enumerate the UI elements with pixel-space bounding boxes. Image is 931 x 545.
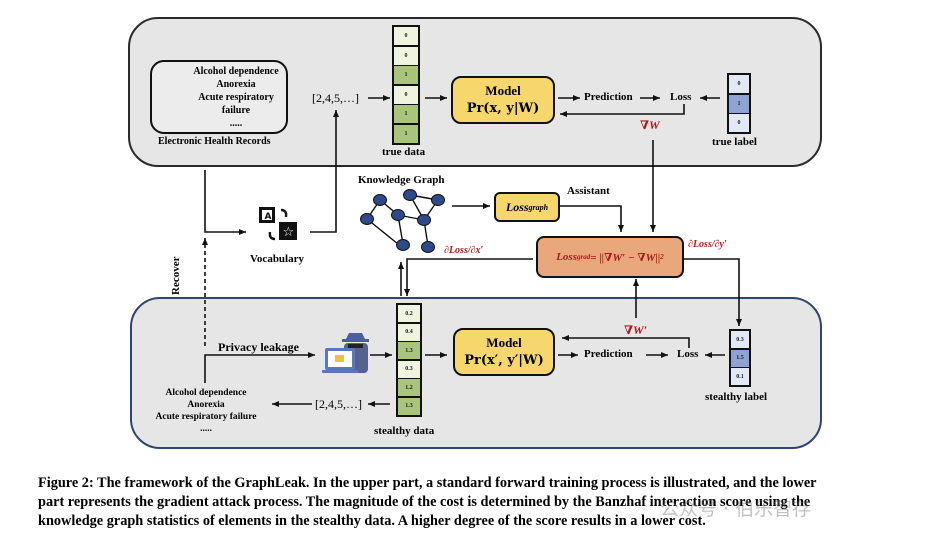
svg-text:☆: ☆ <box>283 225 295 240</box>
graph-node <box>360 213 374 225</box>
graph-node <box>396 239 410 251</box>
arrow-loss-backprop-lower <box>562 335 690 348</box>
arrow-vocabulary-to-seq <box>310 110 339 233</box>
loss-grad-main: Loss <box>556 251 577 263</box>
arrow-lossgrad-to-stealthydata <box>404 258 533 296</box>
graph-node <box>373 194 387 206</box>
arrow-loss-backprop <box>560 104 685 117</box>
lower-prediction: Prediction <box>584 348 633 360</box>
arrow-lossgrad-to-stealthylabel <box>683 258 742 326</box>
loss-grad-sup: 2 <box>660 253 664 261</box>
assistant-label: Assistant <box>567 185 610 197</box>
svg-text:A: A <box>265 212 272 222</box>
graph-node <box>431 194 445 206</box>
dloss-dy-label: ∂Loss/∂y′ <box>688 239 727 250</box>
true-label-cell: 1 <box>729 94 749 113</box>
true-label-caption: true label <box>712 136 757 148</box>
loss-graph-sub: graph <box>528 202 549 212</box>
true-data-cell: 0 <box>394 85 418 104</box>
graph-node <box>403 189 417 201</box>
lower-ehr-item: Anorexia <box>187 400 225 410</box>
figure-caption: Figure 2: The framework of the GraphLeak… <box>38 474 918 531</box>
caption-line: Figure 2: The framework of the GraphLeak… <box>38 475 817 491</box>
stealthy-label-caption: stealthy label <box>705 391 768 403</box>
lower-ehr-list: Alcohol dependence Anorexia Acute respir… <box>150 387 262 435</box>
stealthy-data-cell: 1.2 <box>398 379 420 396</box>
graph-node <box>391 209 405 221</box>
true-data-cell: 1 <box>394 66 418 84</box>
true-data-cell: 1 <box>394 124 418 143</box>
lower-ehr-item: Acute respiratory failure <box>155 412 257 422</box>
upper-model-title: Model <box>485 83 521 98</box>
lower-index-sequence: [2,4,5,…] <box>315 397 362 411</box>
lower-model-formula: Pr(x′, y′|W) <box>464 353 544 368</box>
stealthy-label-cell: 1.5 <box>731 349 749 367</box>
dloss-dx-label: ∂Loss/∂x′ <box>444 245 484 256</box>
loss-grad-sub: grad <box>576 253 591 261</box>
caption-line: knowledge graph statistics of elements i… <box>38 513 706 529</box>
upper-model-box: Model Pr(x, y|W) <box>451 76 555 124</box>
upper-index-sequence: [2,4,5,…] <box>312 91 359 105</box>
lower-model-title: Model <box>486 335 522 350</box>
recover-label: Recover <box>170 256 182 295</box>
arrow-ehr-to-vocabulary <box>204 170 246 235</box>
vocabulary-label: Vocabulary <box>250 253 304 265</box>
stealthy-data-label: stealthy data <box>374 425 435 437</box>
upper-model-formula: Pr(x, y|W) <box>466 101 540 116</box>
upper-gradient: ∇W <box>640 118 660 132</box>
graph-node <box>417 214 431 226</box>
hacker-icon <box>322 333 369 373</box>
stealthy-data-cell: 1.3 <box>398 342 420 359</box>
lower-loss: Loss <box>677 348 699 360</box>
stealthy-data-cell: 0.2 <box>398 305 420 322</box>
vocabulary-icon: A ☆ <box>259 207 297 241</box>
lower-ehr-item: ..... <box>200 424 212 434</box>
ehr-item: Alcohol dependence <box>193 66 279 77</box>
arrow-privacy-leakage <box>204 352 315 383</box>
stealthy-data-cell: 0.4 <box>398 323 420 341</box>
true-data-cell: 1 <box>394 105 418 123</box>
arrow-lossgraph-to-lossgrad <box>559 205 624 232</box>
ehr-item: failure <box>221 105 251 116</box>
true-label-cell: 0 <box>729 75 749 93</box>
knowledge-graph-label: Knowledge Graph <box>358 174 445 186</box>
lower-ehr-item: Alcohol dependence <box>165 388 247 398</box>
privacy-leakage-label: Privacy leakage <box>218 340 299 354</box>
ehr-label: Electronic Health Records <box>158 136 271 147</box>
ehr-card <box>150 60 288 134</box>
stealthy-label-cell: 0.3 <box>731 331 749 348</box>
lower-model-box: Model Pr(x′, y′|W) <box>453 328 555 376</box>
graph-node <box>421 241 435 253</box>
loss-grad-rhs: = ||∇W′ − ∇W|| <box>590 251 661 264</box>
stealthy-data-cell: 1.3 <box>398 397 420 415</box>
true-data-label: true data <box>382 146 426 158</box>
lower-gradient: ∇W′ <box>624 323 648 337</box>
ehr-item: ..... <box>229 118 243 129</box>
stealthy-label-cell: 0.1 <box>731 368 749 385</box>
ehr-diagnosis-list: Alcohol dependence Anorexia Acute respir… <box>186 65 286 130</box>
true-data-cell: 0 <box>394 27 418 45</box>
knowledge-graph-nodes <box>360 189 445 253</box>
watermark: 公众号 · 伯乐智存 <box>660 498 812 520</box>
loss-graph-main: Loss <box>505 199 529 214</box>
stealthy-data-cell: 0.3 <box>398 360 420 378</box>
true-data-cell: 0 <box>394 46 418 65</box>
ehr-item: Acute respiratory <box>198 92 274 103</box>
ehr-item: Anorexia <box>216 79 256 90</box>
true-label-cell: 0 <box>729 114 749 132</box>
upper-loss: Loss <box>670 91 692 103</box>
caption-line: part represents the gradient attack proc… <box>38 494 811 510</box>
upper-prediction: Prediction <box>584 91 633 103</box>
